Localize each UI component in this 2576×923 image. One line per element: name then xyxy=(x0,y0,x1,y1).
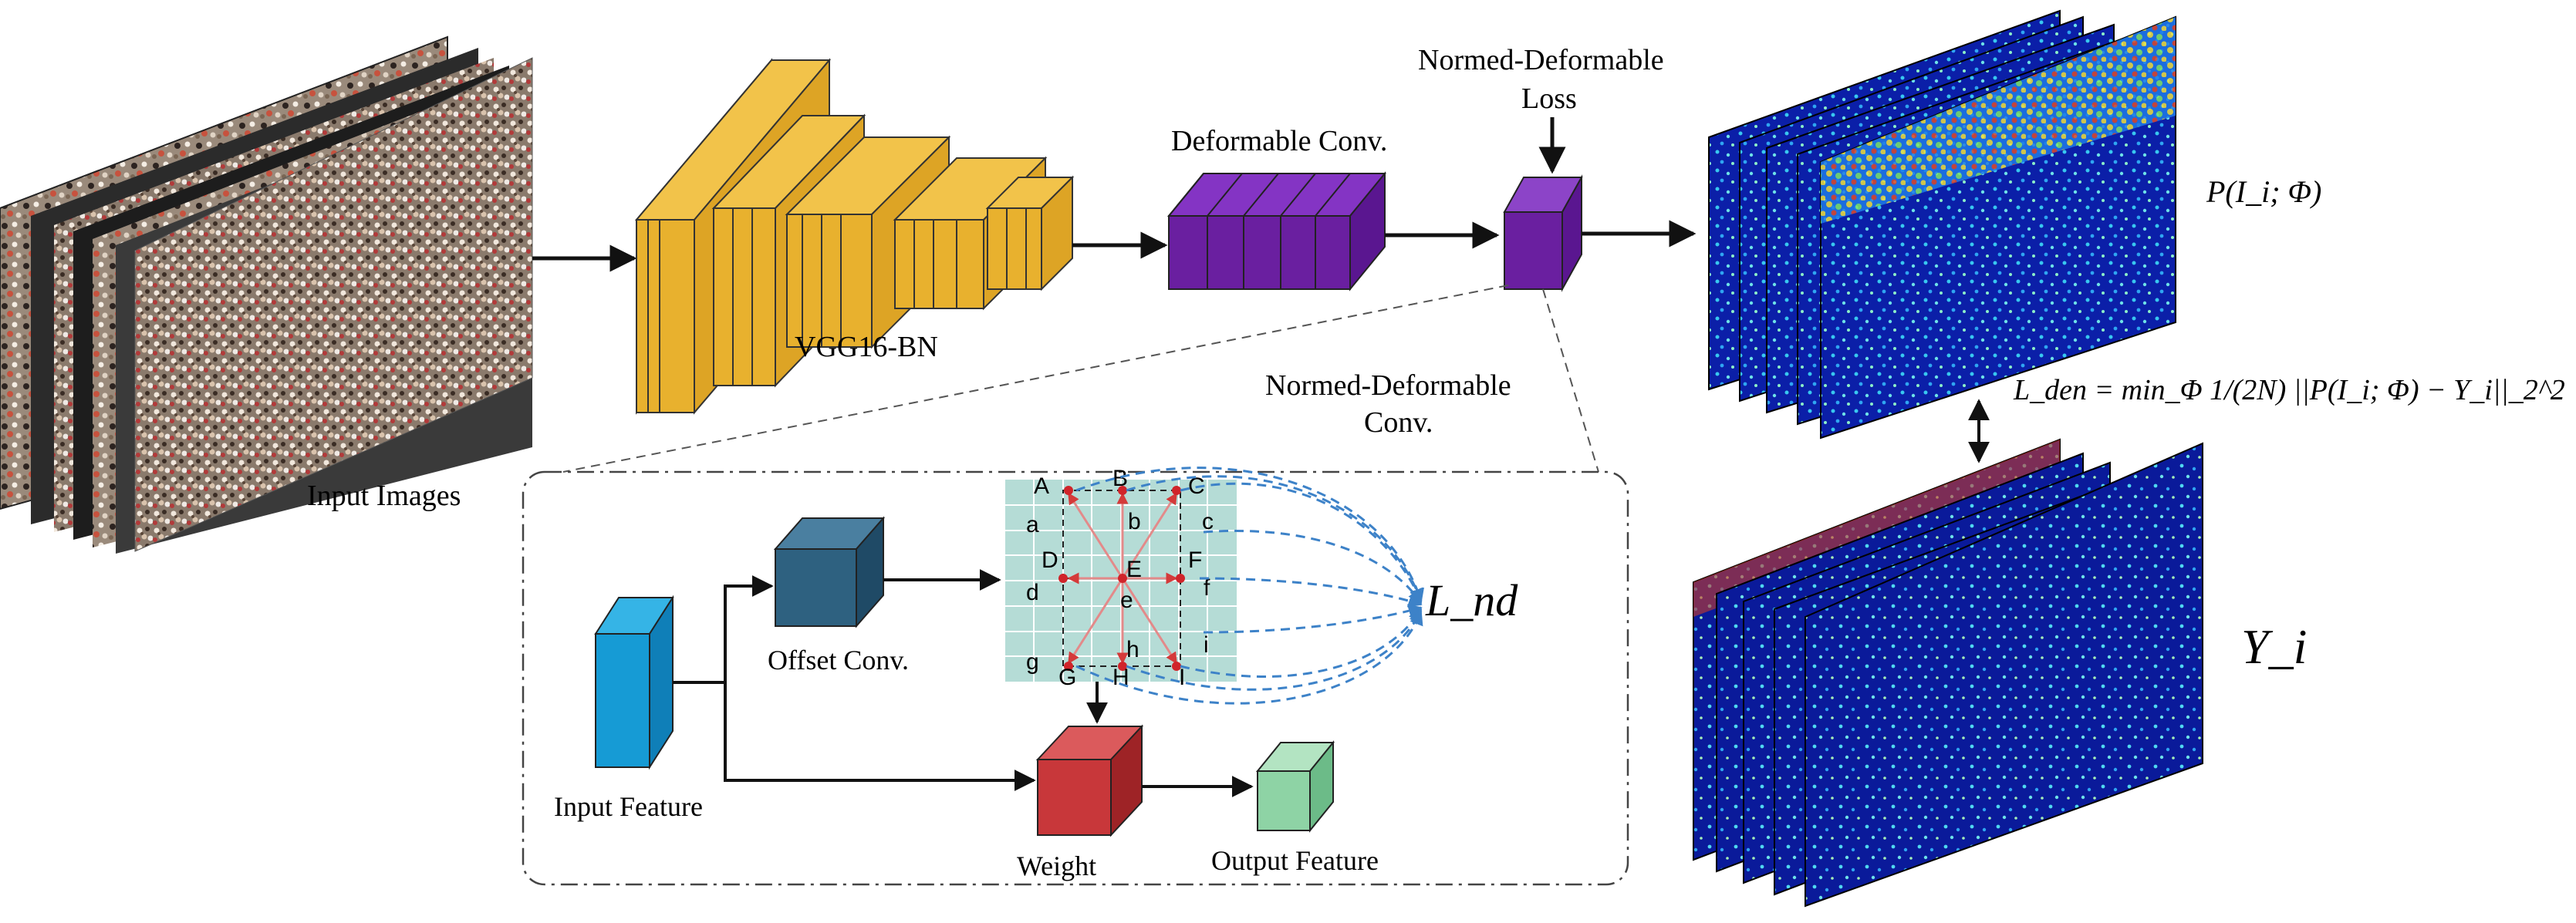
output-feature-label: Output Feature xyxy=(1211,845,1379,876)
arrow-input-to-offset xyxy=(673,575,774,684)
grid-point-h: h xyxy=(1126,637,1139,662)
offset-conv-block xyxy=(773,516,886,628)
grid-point-b: b xyxy=(1128,509,1141,534)
grid-point-F: F xyxy=(1188,547,1202,573)
offset-to-loss-curves xyxy=(1075,467,1424,705)
grid-point-e: e xyxy=(1120,588,1133,613)
normed-deformable-loss-label-1: Normed-Deformable xyxy=(1418,44,1664,76)
deformable-conv-block xyxy=(1166,171,1387,291)
grid-point-E: E xyxy=(1126,557,1142,582)
normed-deformable-loss-symbol: L_nd xyxy=(1425,575,1518,625)
grid-point-D: D xyxy=(1042,547,1058,573)
vgg16-bn-block xyxy=(634,58,1075,415)
deformable-conv-label: Deformable Conv. xyxy=(1171,125,1387,157)
density-loss-formula: L_den = min_Φ 1/(2N) ||P(I_i; Φ) − Y_i||… xyxy=(2013,374,2565,406)
arrow-input-to-weight xyxy=(724,682,1036,791)
grid-point-c: c xyxy=(1202,509,1214,534)
ground-truth-label: Y_i xyxy=(2241,619,2307,674)
input-feature-label: Input Feature xyxy=(554,791,703,822)
input-images-label: Input Images xyxy=(307,480,461,512)
sampling-grid: A B C D E F G H I a b c d e f g h i xyxy=(1005,466,1237,690)
prediction-label: P(I_i; Φ) xyxy=(2206,174,2321,209)
grid-point-g: g xyxy=(1026,649,1039,675)
ground-truth-density-maps xyxy=(1693,438,2203,908)
grid-point-B: B xyxy=(1112,466,1128,491)
predicted-density-maps xyxy=(1708,9,2176,440)
weight-label: Weight xyxy=(1017,851,1096,881)
grid-point-A: A xyxy=(1034,473,1049,499)
grid-point-H: H xyxy=(1112,665,1129,690)
input-feature-block xyxy=(594,595,674,770)
normed-deformable-block xyxy=(1503,174,1583,292)
grid-point-a: a xyxy=(1026,512,1039,537)
zoom-line-right xyxy=(1542,288,1599,473)
grid-point-d: d xyxy=(1026,580,1039,605)
normed-deformable-loss-label-2: Loss xyxy=(1521,83,1577,115)
zoom-line-left xyxy=(562,285,1509,473)
output-feature-block xyxy=(1255,740,1335,833)
offset-conv-label: Offset Conv. xyxy=(768,645,909,675)
grid-point-I: I xyxy=(1179,665,1185,690)
normed-deformable-conv-detail-panel xyxy=(522,470,1629,886)
grid-point-i: i xyxy=(1204,632,1209,658)
input-images-stack xyxy=(0,35,533,554)
normed-deformable-conv-label-1: Normed-Deformable xyxy=(1265,369,1511,402)
grid-point-G: G xyxy=(1058,665,1076,690)
vgg16-bn-label: VGG16-BN xyxy=(795,331,938,363)
weight-block xyxy=(1035,724,1144,837)
grid-point-f: f xyxy=(1204,575,1210,601)
normed-deformable-conv-label-2: Conv. xyxy=(1364,406,1433,439)
